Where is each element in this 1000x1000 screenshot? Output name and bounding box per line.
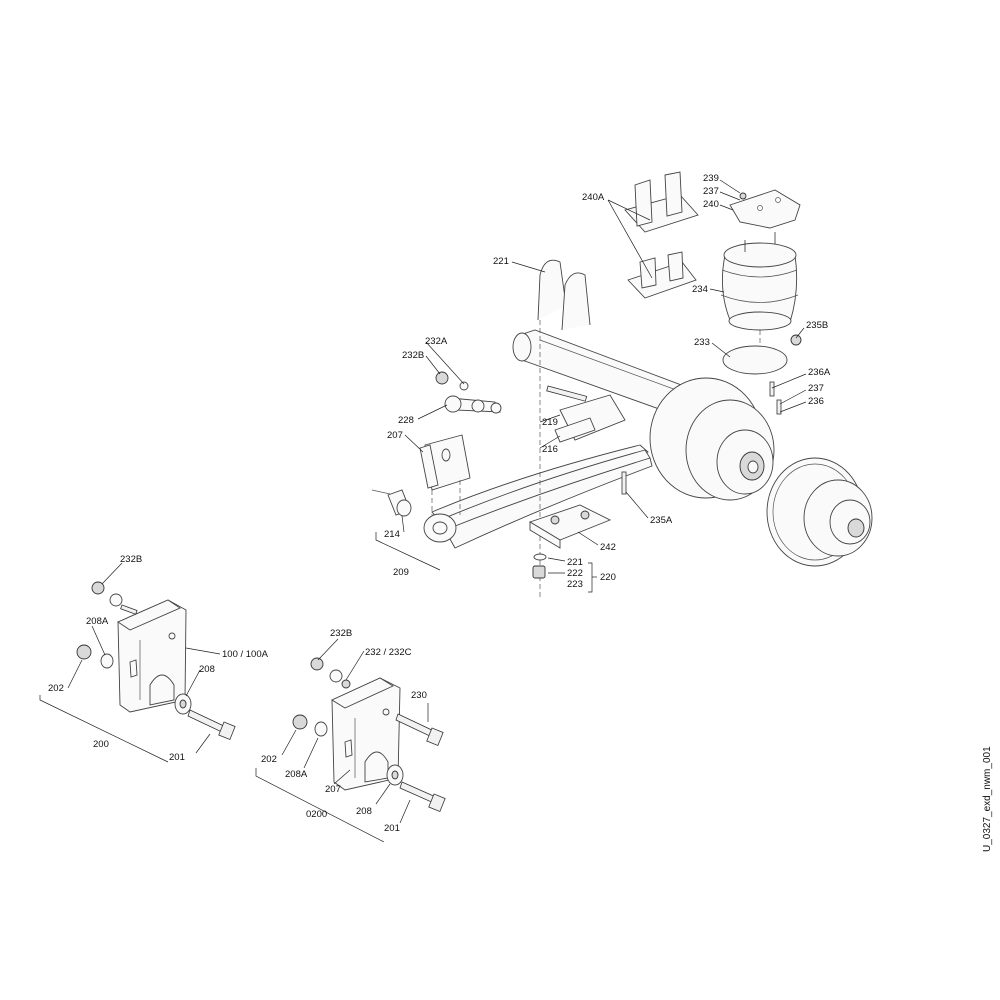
callout-208-left: 208 — [199, 664, 215, 675]
air-spring — [720, 232, 799, 331]
callout-239: 239 — [703, 173, 719, 184]
callout-207-bottom: 207 — [325, 784, 341, 795]
washer-nut-set — [532, 553, 547, 579]
callout-208-right: 208 — [356, 806, 372, 817]
callout-232-232c: 232 / 232C — [365, 647, 412, 658]
callout-235a: 235A — [650, 515, 673, 526]
callout-221-bottom: 221 — [567, 557, 583, 568]
callout-233: 233 — [694, 337, 710, 348]
callout-236a: 236A — [808, 367, 831, 378]
piston-plate — [722, 330, 802, 375]
callout-100-100a: 100 / 100A — [222, 649, 269, 660]
callout-222: 222 — [567, 568, 583, 579]
callout-234: 234 — [692, 284, 708, 295]
air-spring-bracket-lower — [627, 251, 697, 299]
callout-228: 228 — [398, 415, 414, 426]
callout-223: 223 — [567, 579, 583, 590]
callout-201-left: 201 — [169, 752, 185, 763]
callout-207-mid: 207 — [387, 430, 403, 441]
nut-232A — [435, 371, 469, 391]
callout-242: 242 — [600, 542, 616, 553]
callout-209: 209 — [393, 567, 409, 578]
spring-seat — [546, 385, 626, 443]
hanger-200-fasteners — [76, 581, 236, 740]
callout-236: 236 — [808, 396, 824, 407]
axle-beam — [512, 329, 701, 421]
callout-237-mid: 237 — [808, 383, 824, 394]
hanger-bracket-0200 — [331, 677, 401, 791]
air-spring-bracket-upper — [624, 171, 699, 233]
callout-240a: 240A — [582, 192, 605, 203]
callout-235b: 235B — [806, 320, 828, 331]
callout-232b-right: 232B — [330, 628, 352, 639]
callout-208a-left: 208A — [86, 616, 109, 627]
callout-214: 214 — [384, 529, 400, 540]
callout-202-left: 202 — [48, 683, 64, 694]
callout-232b-left: 232B — [120, 554, 142, 565]
callout-237-top: 237 — [703, 186, 719, 197]
bushing-214 — [371, 489, 412, 517]
wheel-hub — [766, 457, 873, 567]
brake-drum — [649, 377, 775, 501]
drawing-id-text: U_0327_exd_nwm_001 — [982, 746, 993, 852]
hanger-bracket-200 — [117, 599, 187, 713]
callout-200: 200 — [93, 739, 109, 750]
leader-lines — [39, 179, 807, 843]
callout-201-right: 201 — [384, 823, 400, 834]
callout-202-right: 202 — [261, 754, 277, 765]
spring-plate — [528, 504, 612, 549]
callout-221-top: 221 — [493, 256, 509, 267]
callout-230: 230 — [411, 690, 427, 701]
air-spring-top-plate — [729, 189, 801, 229]
callout-232a: 232A — [425, 336, 448, 347]
callout-216: 216 — [542, 444, 558, 455]
shackle-bushing — [444, 395, 502, 414]
callout-208a-right: 208A — [285, 769, 308, 780]
callout-219: 219 — [542, 417, 558, 428]
hanger-bracket-middle — [419, 434, 471, 515]
callout-labels: 239 237 240 240A 221 234 235B 233 236A 2… — [48, 173, 831, 834]
callout-0200: 0200 — [306, 809, 327, 820]
axle-small-bolts — [621, 381, 782, 495]
callout-220: 220 — [600, 572, 616, 583]
callout-240: 240 — [703, 199, 719, 210]
hanger-0200-fasteners — [292, 657, 446, 812]
u-bolts — [537, 259, 591, 600]
callout-232b-mid: 232B — [402, 350, 424, 361]
leaf-spring — [423, 444, 653, 549]
